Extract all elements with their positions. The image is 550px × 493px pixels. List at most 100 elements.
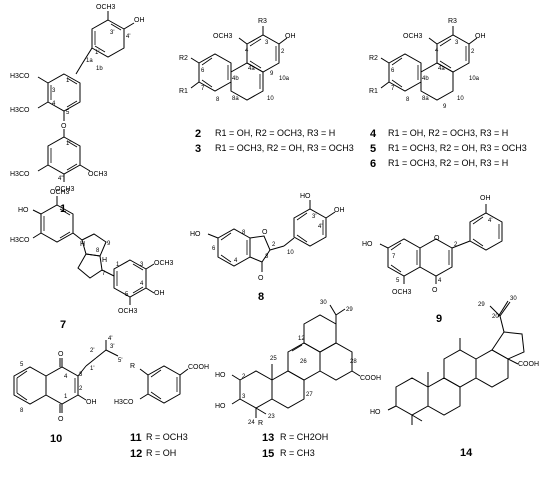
c7-h1: H	[80, 241, 85, 248]
c4-n9: 9	[443, 104, 447, 110]
compound-1-structure: OCH3 OH 3' 4' 1' 1a 1b 1 3 4 5 H3CO H3CO…	[10, 4, 145, 215]
c7-n9: 9	[107, 241, 111, 247]
c4-ome: OCH3	[403, 33, 423, 40]
c13-n12: 12	[298, 336, 305, 342]
c4-n4a: 4a	[438, 66, 445, 72]
c9-oh7: HO	[362, 241, 373, 248]
c7-n4: 4	[140, 281, 144, 287]
c7-oh-r: OH	[154, 290, 165, 297]
c13-n3: 3	[242, 394, 246, 400]
c8-id: 8	[258, 291, 264, 303]
c2-n4b: 4b	[232, 76, 239, 82]
c10-oh: OH	[86, 399, 97, 406]
compound-10-structure: O O OH 5 8 4 1 2 3 1' 2' 3' 4' 5' 10	[13, 336, 122, 445]
c6-id: 6	[370, 158, 376, 170]
c12-id: 12	[130, 448, 142, 460]
c7-n3: 3	[140, 262, 144, 268]
c4-n2: 2	[471, 49, 475, 55]
c7-ho: HO	[18, 207, 29, 214]
c14-n30: 30	[510, 296, 517, 302]
c8-n6: 6	[212, 246, 216, 252]
compound-4-6-structure: OCH3 R3 OH R2 R1 4 3 2 4a 4b 6 7 8 8a 9 …	[369, 18, 486, 110]
c2-r1: R1	[179, 88, 188, 95]
c13-n29: 29	[346, 307, 353, 313]
c7-n1: 1	[116, 262, 120, 268]
c2-n9: 9	[270, 71, 274, 77]
c7-ome-rb: OCH3	[118, 308, 138, 315]
c2-oh: OH	[285, 33, 296, 40]
c15-caption: R = CH3	[280, 448, 315, 458]
c10-id: 10	[50, 433, 62, 445]
c8-n2: 2	[272, 242, 276, 248]
c14-n20: 20	[492, 314, 499, 320]
c7-ome-r: OCH3	[154, 260, 174, 267]
c13-ho3: HO	[215, 403, 226, 410]
compound-8-structure: HO HO OH O O 6 8 4 3 2 10 3' 4' 8	[190, 193, 345, 303]
c8-n3: 3	[265, 254, 269, 260]
c13-r: R	[258, 420, 263, 427]
c10-n2p: 2'	[90, 348, 94, 354]
c13-id: 13	[262, 432, 274, 444]
c3-id: 3	[195, 143, 201, 155]
c1-n1b: 1b	[96, 66, 103, 72]
c7-h3co: H3CO	[10, 237, 30, 244]
c4-n3: 3	[455, 40, 459, 46]
c9-o: O	[434, 235, 440, 242]
c4-id: 4	[370, 128, 377, 140]
c8-oh4p: OH	[334, 207, 345, 214]
c9-n2: 2	[454, 242, 458, 248]
c2-n6: 6	[201, 68, 205, 74]
c10-n5: 5	[20, 362, 24, 368]
c7-n5: 5	[125, 292, 129, 298]
c4-caption: R1 = OH, R2 = OCH3, R3 = H	[388, 128, 508, 138]
c8-n4: 4	[234, 258, 238, 264]
compound-9-structure: OH 4' HO 7 O 2 5 4 O OCH3 9	[362, 195, 503, 325]
c2-caption: R1 = OH, R2 = OCH3, R3 = H	[215, 128, 335, 138]
c4-n10a: 10a	[469, 76, 480, 82]
c13-n2: 2	[242, 374, 246, 380]
compound-11-12-structure: R COOH H3CO 11 R = OCH3 12 R = OH	[114, 363, 209, 460]
c11-h3co: H3CO	[114, 399, 134, 406]
c15-id: 15	[262, 448, 274, 460]
c7-id: 7	[60, 319, 66, 331]
c7-n8: 8	[96, 248, 100, 254]
c11-id: 11	[130, 432, 142, 444]
c7-ome-top: OCH3	[50, 189, 70, 196]
compound-7-structure: OCH3 HO H3CO 9 8 7 1 3 4 5 OCH3 OH OCH3 …	[10, 189, 174, 331]
c13-caption: R = CH2OH	[280, 432, 328, 442]
c1-o-link: O	[61, 123, 67, 130]
c1-n1p: 1'	[95, 50, 99, 56]
c4-n6: 6	[391, 68, 395, 74]
c2-n8a: 8a	[232, 96, 239, 102]
c1-ome-top: OCH3	[96, 4, 116, 11]
c10-n1: 1	[64, 394, 68, 400]
c2-n3: 3	[265, 40, 269, 46]
c9-n4: 4	[438, 278, 442, 284]
c1-n4: 4	[52, 101, 56, 107]
c14-n29: 29	[478, 302, 485, 308]
c10-n2: 2	[79, 386, 83, 392]
c4-n7: 7	[391, 86, 395, 92]
c8-n4p: 4'	[318, 224, 322, 230]
c1-ome-r: OCH3	[88, 171, 108, 178]
c2-r3: R3	[258, 18, 267, 25]
c4-n4: 4	[435, 48, 439, 54]
c5-caption: R1 = OCH3, R2 = OH, R3 = OCH3	[388, 143, 527, 153]
c13-n26: 26	[300, 359, 307, 365]
c1-n1: 1	[66, 78, 70, 84]
c8-n10: 10	[287, 250, 294, 256]
c11-cooh: COOH	[188, 364, 209, 371]
c4-n4b: 4b	[422, 76, 429, 82]
c13-n28: 28	[350, 359, 357, 365]
c4-n10: 10	[457, 96, 464, 102]
c1-n3: 3	[52, 88, 56, 94]
c2-n2: 2	[281, 49, 285, 55]
c13-n23: 23	[268, 414, 275, 420]
c10-n1p: 1'	[90, 366, 94, 372]
c1-n4p: 4'	[126, 34, 130, 40]
c8-o: O	[262, 229, 268, 236]
c8-n3p: 3'	[312, 214, 316, 220]
c13-n25: 25	[270, 356, 277, 362]
c2-n4a: 4a	[248, 66, 255, 72]
c2-id: 2	[195, 128, 201, 140]
